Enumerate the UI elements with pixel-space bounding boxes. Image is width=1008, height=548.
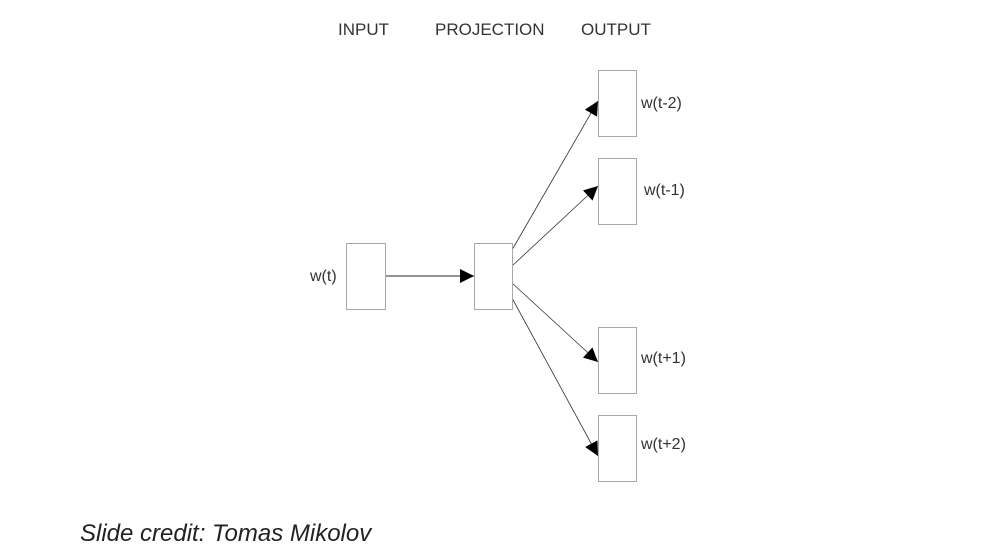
projection-column-label: PROJECTION [435, 20, 545, 39]
edge-arrow-projection-to-wt-1 [511, 185, 599, 267]
edge-arrow-projection-to-wt+2 [511, 297, 599, 457]
slide-credit: Slide credit: Tomas Mikolov [80, 520, 372, 547]
input-column-label: INPUT [338, 20, 389, 39]
output-box-t+1 [598, 327, 637, 394]
edge-arrow-projection-to-wt-2 [511, 100, 599, 251]
input-word-label: w(t) [310, 268, 337, 285]
output-word-label: w(t-1) [644, 182, 685, 199]
output-box-t-2 [598, 70, 637, 137]
projection-box [474, 243, 513, 310]
edges-layer [384, 100, 599, 457]
output-column-label: OUTPUT [581, 20, 651, 39]
output-box-t+2 [598, 415, 637, 482]
output-word-label: w(t+1) [641, 350, 686, 367]
edge-arrow-projection-to-wt+1 [511, 282, 599, 363]
input-box [346, 243, 386, 310]
output-word-label: w(t+2) [641, 436, 686, 453]
output-box-t-1 [598, 158, 637, 225]
output-word-label: w(t-2) [641, 95, 682, 112]
